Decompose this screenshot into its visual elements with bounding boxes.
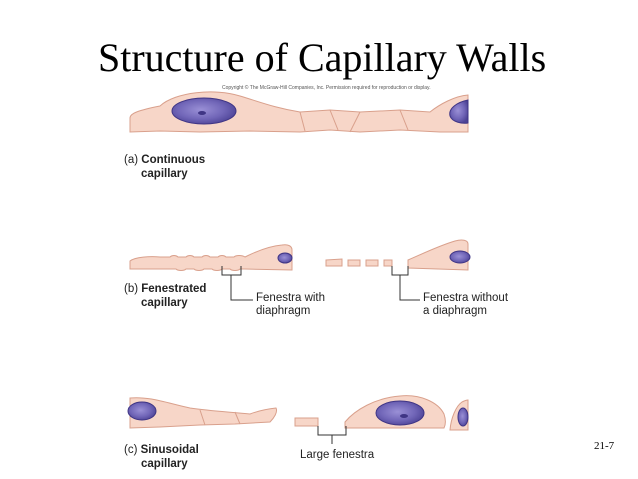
- endothelial-cell: [407, 239, 469, 271]
- cell-nucleus: [375, 400, 425, 426]
- cell-nucleus: [449, 99, 469, 124]
- page-number: 21-7: [594, 440, 615, 452]
- fenestra-with-diaphragm-label: Fenestra with diaphragm: [256, 292, 326, 317]
- fenestra-without-diaphragm-leader: [391, 266, 420, 301]
- cell-nucleus: [457, 407, 469, 427]
- cell-nucleus: [449, 250, 471, 264]
- slide-title: Structure of Capillary Walls: [98, 35, 547, 80]
- panel-a-label: (a) Continuous capillary: [124, 154, 206, 180]
- endothelial-cell: [129, 244, 293, 271]
- endothelial-cell: [325, 258, 393, 267]
- copyright-notice: Copyright © The McGraw-Hill Companies, I…: [222, 85, 431, 91]
- sinusoidal-capillary-wall: [127, 395, 469, 444]
- cell-nucleus: [277, 252, 293, 264]
- endothelial-cell: [129, 397, 277, 429]
- fenestra-without-diaphragm-label: Fenestra without a diaphragm: [423, 292, 509, 317]
- panel-b-label: (b) Fenestrated capillary: [124, 283, 207, 309]
- cell-nucleus: [127, 401, 157, 421]
- panel-c-label: (c) Sinusoidal capillary: [124, 444, 199, 470]
- endothelial-cell: [294, 417, 319, 427]
- cell-nucleus: [171, 97, 237, 125]
- large-fenestra-label: Large fenestra: [300, 449, 375, 461]
- fenestrated-capillary-wall: [129, 239, 471, 301]
- fenestra-with-diaphragm-leader: [221, 266, 253, 301]
- large-fenestra-leader: [317, 426, 347, 444]
- continuous-capillary-wall: [129, 91, 469, 133]
